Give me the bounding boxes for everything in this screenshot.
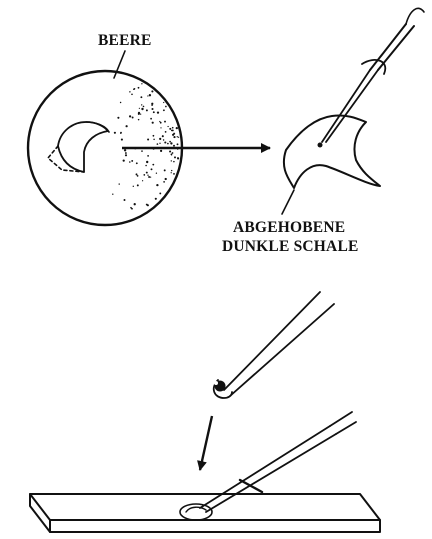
forceps-icon [322,8,424,142]
label-peeled-skin-line2: DUNKLE SCHALE [222,238,359,255]
slide-illustration [30,494,380,532]
forceps-icon [200,412,356,512]
berry-peeled-window [58,122,108,172]
label-berry: BEERE [98,32,152,49]
forceps-icon [214,292,334,398]
arrow-icon [200,416,212,470]
leader-line-peeled-skin [282,190,294,214]
label-peeled-skin-line1: ABGEHOBENE [233,219,345,236]
